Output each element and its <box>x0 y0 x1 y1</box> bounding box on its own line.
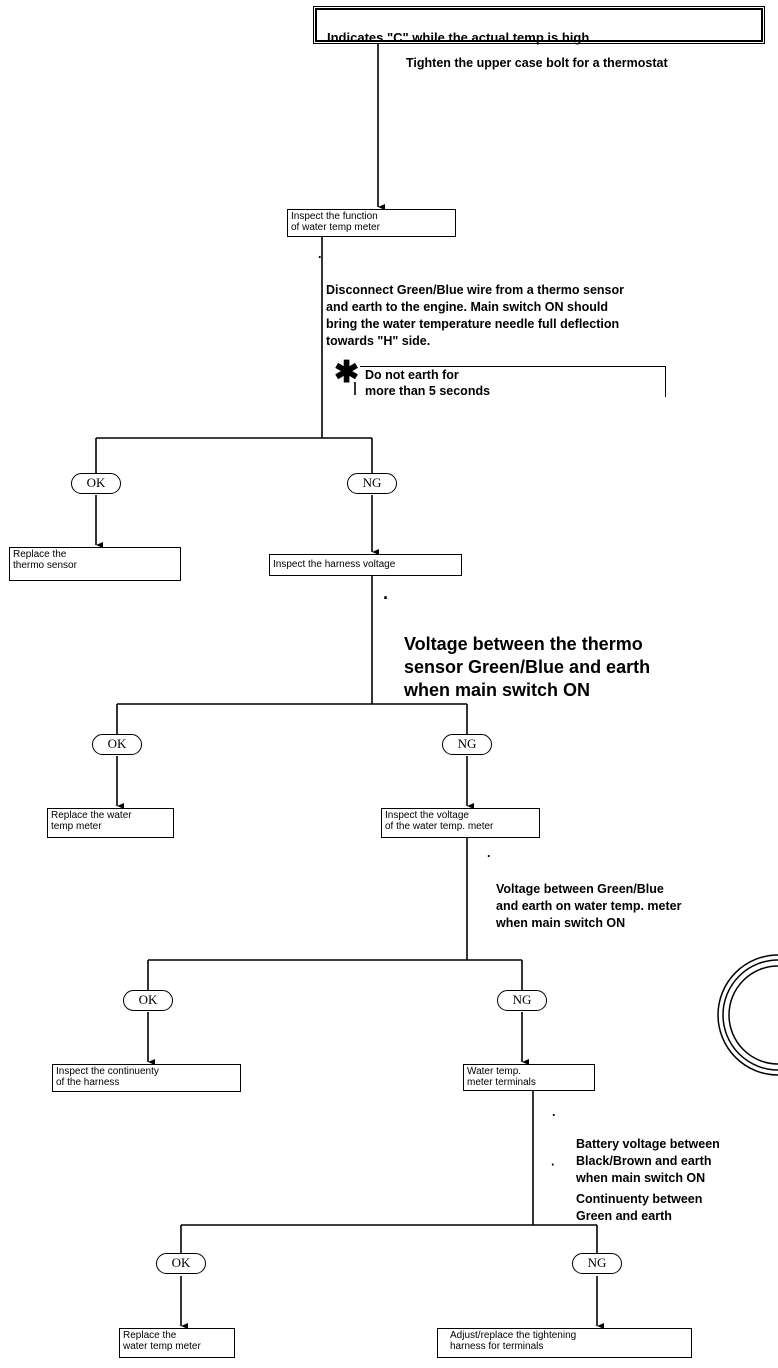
inspect-continuity-box: Inspect the continuenty of the harness <box>52 1064 241 1092</box>
bullet: · <box>551 1158 556 1172</box>
bullet: . <box>318 247 322 261</box>
replace-water-temp-meter-box: Replace the water temp meter <box>47 808 174 838</box>
bullet: · <box>383 588 389 608</box>
flow-title: Indicates "C" while the actual temp is h… <box>327 30 590 45</box>
flow-title-box: Indicates "C" while the actual temp is h… <box>313 6 765 45</box>
inspect-meter-function-box: Inspect the function of water temp meter <box>287 209 456 237</box>
tighten-bolt-note: Tighten the upper case bolt for a thermo… <box>406 56 668 70</box>
ok-pill: OK <box>123 990 173 1011</box>
warning-star-icon: ✱ <box>334 356 360 389</box>
disconnect-wire-note: . Disconnect Green/Blue wire from a ther… <box>318 247 624 348</box>
battery-voltage-note: . Battery voltage between Black/Brown an… <box>552 1105 720 1185</box>
ok-pill: OK <box>71 473 121 494</box>
ng-pill: NG <box>572 1253 622 1274</box>
warning-note: Do not earth for more than 5 seconds <box>360 366 666 398</box>
ng-pill: NG <box>497 990 547 1011</box>
inspect-meter-voltage-box: Inspect the voltage of the water temp. m… <box>381 808 540 838</box>
bullet: . <box>487 846 491 860</box>
harness-voltage-note: · Voltage between the thermo sensor Gree… <box>383 588 651 700</box>
ng-pill: NG <box>347 473 397 494</box>
replace-water-temp-meter-box: Replace the water temp meter <box>119 1328 235 1358</box>
adjust-harness-box: Adjust/replace the tightening harness fo… <box>437 1328 692 1358</box>
bullet: . <box>552 1105 556 1119</box>
ng-pill: NG <box>442 734 492 755</box>
meter-voltage-note: . Voltage between Green/Blue and earth o… <box>487 846 682 930</box>
continuity-note: · Continuenty between Green and earth <box>551 1158 703 1223</box>
meter-terminals-box: Water temp. meter terminals <box>463 1064 595 1091</box>
replace-thermo-sensor-box: Replace the thermo sensor <box>9 547 181 581</box>
ok-pill: OK <box>92 734 142 755</box>
cropped-circle-graphic <box>717 954 778 1076</box>
ok-pill: OK <box>156 1253 206 1274</box>
inspect-harness-voltage-box: Inspect the harness voltage <box>269 554 462 576</box>
